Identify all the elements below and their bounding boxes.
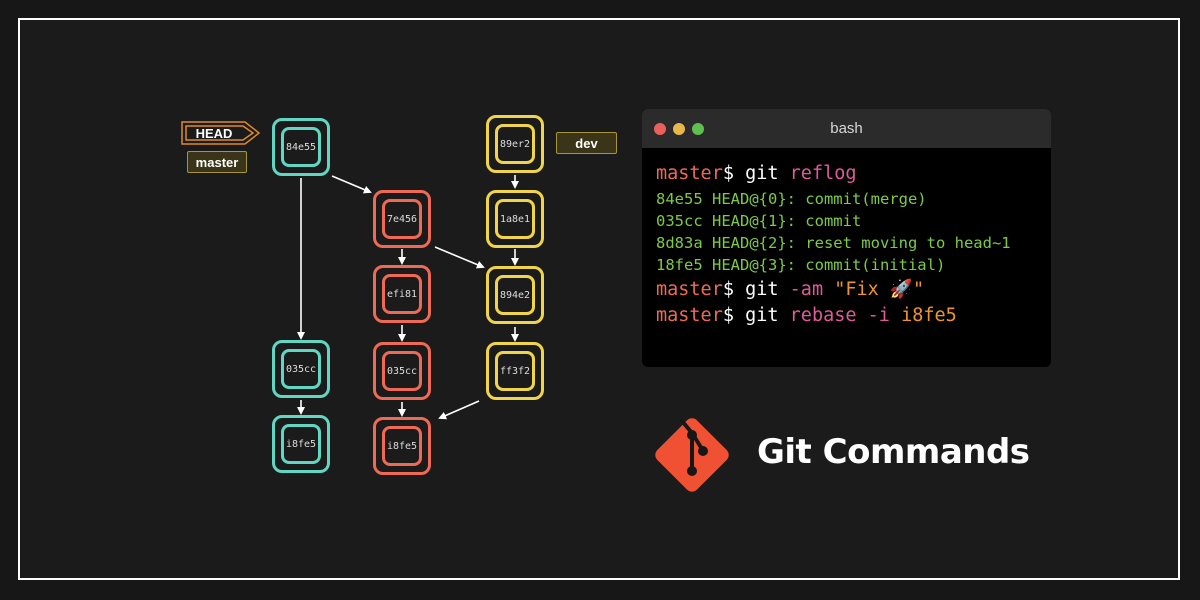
commit-node: 89er2 [486, 115, 544, 173]
commit-hash: 7e456 [382, 199, 422, 239]
close-button[interactable] [654, 123, 666, 135]
prompt: master [656, 305, 723, 326]
commit-node: i8fe5 [272, 415, 330, 473]
commit-node: ff3f2 [486, 342, 544, 400]
commit-node: i8fe5 [373, 417, 431, 475]
commit-node: 84e55 [272, 118, 330, 176]
commit-hash: 84e55 [281, 127, 321, 167]
subcommand: reflog [789, 163, 857, 184]
terminal-title-bar: bash [642, 109, 1051, 148]
commit-hash: i8fe5 [281, 424, 321, 464]
command: git [745, 279, 779, 300]
commit-hash: 894e2 [495, 275, 535, 315]
commit-hash: i8fe5 [382, 426, 422, 466]
commit-hash: 035cc [382, 351, 422, 391]
terminal-window: bash master$ git reflog 84e55 HEAD@{0}: … [642, 109, 1051, 367]
dev-branch-tag: dev [556, 132, 617, 154]
commit-hash: 89er2 [495, 124, 535, 164]
head-arrow-outline-icon [181, 121, 261, 145]
head-label: HEAD [195, 125, 233, 141]
subcommand: rebase -i [789, 305, 890, 326]
commit-hash: 035cc [281, 349, 321, 389]
commit-hash: efi81 [382, 274, 422, 314]
git-logo-icon [652, 415, 732, 495]
subcommand: -am [789, 279, 824, 300]
prompt-symbol: $ [722, 279, 734, 300]
minimize-button[interactable] [673, 123, 685, 135]
reflog-line: 8d83a HEAD@{2}: reset moving to head~1 [656, 234, 1011, 252]
command: git [745, 305, 779, 326]
command-line: master$ git -am "Fix 🚀" [656, 278, 1037, 302]
reflog-line: 035cc HEAD@{1}: commit [656, 212, 862, 230]
master-branch-tag: master [187, 151, 247, 173]
argument: i8fe5 [901, 305, 957, 326]
prompt-symbol: $ [722, 163, 734, 184]
prompt-symbol: $ [722, 305, 734, 326]
reflog-line: 84e55 HEAD@{0}: commit(merge) [656, 190, 927, 208]
command-line: master$ git reflog [656, 162, 1037, 186]
commit-node: 894e2 [486, 266, 544, 324]
argument: "Fix 🚀" [834, 279, 925, 300]
brand-title: Git Commands [757, 432, 1030, 472]
commit-hash: ff3f2 [495, 351, 535, 391]
reflog-line: 18fe5 HEAD@{3}: commit(initial) [656, 256, 946, 274]
prompt: master [656, 163, 723, 184]
command-line: master$ git rebase -i i8fe5 [656, 304, 1037, 328]
commit-node: 035cc [373, 342, 431, 400]
commit-node: 1a8e1 [486, 190, 544, 248]
maximize-button[interactable] [692, 123, 704, 135]
commit-hash: 1a8e1 [495, 199, 535, 239]
prompt: master [656, 279, 723, 300]
command: git [745, 163, 779, 184]
terminal-title: bash [830, 120, 863, 137]
head-pointer-tag: HEAD [181, 121, 261, 145]
commit-node: efi81 [373, 265, 431, 323]
terminal-body: master$ git reflog 84e55 HEAD@{0}: commi… [642, 148, 1051, 342]
commit-node: 035cc [272, 340, 330, 398]
commit-node: 7e456 [373, 190, 431, 248]
